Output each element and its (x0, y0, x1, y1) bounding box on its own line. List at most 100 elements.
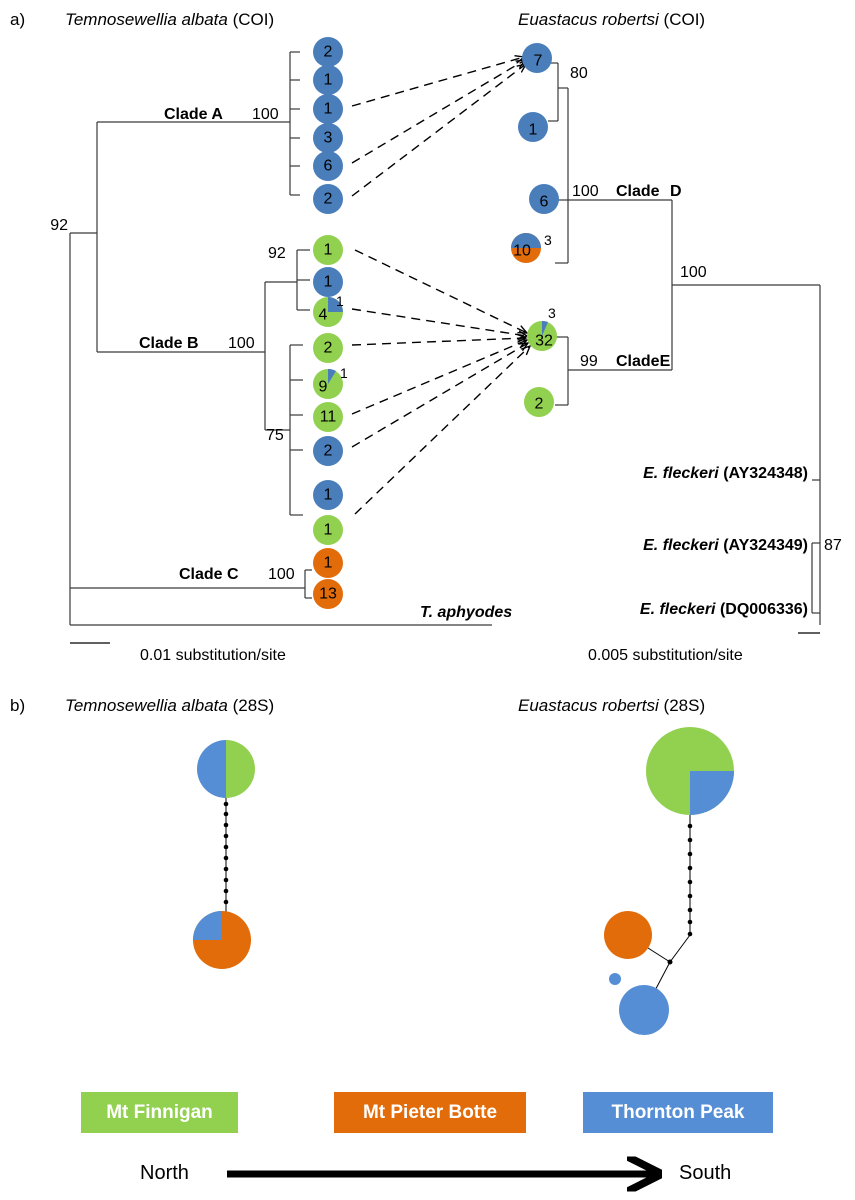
haplotype-extra-count: 3 (544, 232, 552, 248)
clade-d-letter: D (670, 183, 682, 200)
haplotype-circle (313, 235, 343, 265)
outgroup-fleckeri-1: E. fleckeri (AY324348) (643, 465, 808, 482)
haplotype-circle (313, 37, 343, 67)
support-clade-b-sub: 75 (266, 427, 284, 444)
haplotype-circle (313, 515, 343, 545)
haplotype-circle (313, 267, 343, 297)
haplotype-count: 7 (534, 53, 543, 70)
haplotype-count: 32 (535, 333, 553, 350)
haplotype-connectors (351, 57, 530, 515)
panel-a-left-marker: (COI) (233, 10, 275, 29)
left-haplotype-circles: 2 1 1 3 6 2 1 1 4 1 2 9 1 11 2 1 1 1 (313, 37, 348, 609)
network-right (604, 727, 734, 1035)
haplotype-count: 1 (324, 101, 333, 118)
haplotype-count: 9 (319, 379, 328, 396)
network-node (619, 985, 669, 1035)
support-e-top: 80 (570, 65, 588, 82)
outgroup-fleckeri-3: E. fleckeri (DQ006336) (640, 601, 808, 618)
haplotype-count: 1 (529, 122, 538, 139)
panel-a-left-species: Temnosewellia albata (65, 10, 228, 29)
network-node-small (609, 973, 621, 985)
clade-e-label: CladeE (616, 353, 671, 370)
support-fleckeri: 87 (824, 537, 842, 554)
haplotype-count: 6 (540, 194, 549, 211)
clade-d-word: Clade (616, 183, 660, 200)
haplotype-count: 11 (320, 409, 337, 426)
clade-c-label: Clade C (179, 566, 239, 583)
haplotype-count: 1 (324, 487, 333, 504)
support-clade-d: 100 (572, 183, 599, 200)
haplotype-circle (313, 123, 343, 153)
right-tree-branches (548, 62, 821, 625)
network-node-slice (197, 740, 226, 798)
haplotype-circle (313, 151, 343, 181)
haplotype-count: 13 (319, 586, 337, 603)
clade-e-word: Clade (616, 353, 660, 370)
haplotype-count: 10 (513, 243, 531, 260)
support-clade-b: 100 (228, 335, 255, 352)
haplotype-count: 4 (319, 307, 328, 324)
panel-a-label: a) (10, 10, 25, 29)
outgroup-fleckeri-2: E. fleckeri (AY324349) (643, 537, 808, 554)
panel-b-left-title: Temnosewellia albata (28S) (65, 696, 274, 715)
network-link (669, 934, 691, 963)
right-haplotype-circles: 7 1 6 10 3 32 3 2 (511, 43, 559, 417)
network-node-slice (690, 771, 734, 815)
scale-label-left: 0.01 substitution/site (140, 647, 286, 664)
support-clade-a: 100 (252, 106, 279, 123)
haplotype-count: 2 (324, 443, 333, 460)
legend-thornton-peak: Thornton Peak (583, 1092, 773, 1133)
haplotype-count: 3 (324, 130, 333, 147)
haplotype-circle (313, 65, 343, 95)
legend-mt-finnigan: Mt Finnigan (81, 1092, 238, 1133)
haplotype-circle (529, 184, 559, 214)
clade-d-label: Clade D (616, 183, 682, 200)
panel-a-left-title: Temnosewellia albata (COI) (65, 10, 274, 29)
support-clade-b-inner: 92 (268, 245, 286, 262)
network-node-slice (226, 740, 255, 798)
haplotype-circle (313, 480, 343, 510)
haplotype-count: 2 (324, 191, 333, 208)
haplotype-count: 1 (324, 242, 333, 259)
haplotype-count: 1 (324, 522, 333, 539)
haplotype-circle (313, 436, 343, 466)
outgroup-t-aphyodes: T. aphyodes (420, 604, 512, 621)
support-clade-e: 99 (580, 353, 598, 370)
clade-e-letter: E (660, 353, 671, 370)
haplotype-pie-slice (511, 233, 526, 248)
haplotype-count: 2 (324, 44, 333, 61)
haplotype-circle (518, 112, 548, 142)
network-node (604, 911, 652, 959)
support-root-left: 92 (50, 217, 68, 234)
haplotype-circle (313, 548, 343, 578)
panel-a-right-species: Euastacus robertsi (518, 10, 660, 29)
haplotype-pie-slice (328, 368, 336, 384)
panel-a-right-title: Euastacus robertsi (COI) (518, 10, 705, 29)
haplotype-pie-slice (526, 233, 541, 248)
network-node-slice (193, 911, 222, 940)
haplotype-count: 1 (324, 274, 333, 291)
panel-b-label: b) (10, 696, 25, 715)
direction-south-label: South (679, 1162, 732, 1184)
haplotype-count: 6 (324, 158, 333, 175)
network-left (193, 740, 255, 969)
network-median-vector (667, 959, 673, 965)
haplotype-extra-count: 1 (336, 293, 344, 309)
haplotype-count: 1 (324, 555, 333, 572)
haplotype-count: 1 (324, 72, 333, 89)
legend-mt-pieter-botte: Mt Pieter Botte (334, 1092, 526, 1133)
support-de-node: 100 (680, 264, 707, 281)
haplotype-count: 2 (324, 340, 333, 357)
haplotype-count: 2 (535, 396, 544, 413)
network-mutation-steps (687, 823, 693, 937)
haplotype-extra-count: 1 (340, 365, 348, 381)
haplotype-circle (524, 387, 554, 417)
haplotype-circle (313, 402, 343, 432)
haplotype-pie-slice (328, 297, 343, 312)
haplotype-circle (313, 184, 343, 214)
haplotype-extra-count: 3 (548, 305, 556, 321)
direction-north-label: North (140, 1162, 189, 1184)
haplotype-circle (522, 43, 552, 73)
panel-b-right-title: Euastacus robertsi (28S) (518, 696, 705, 715)
